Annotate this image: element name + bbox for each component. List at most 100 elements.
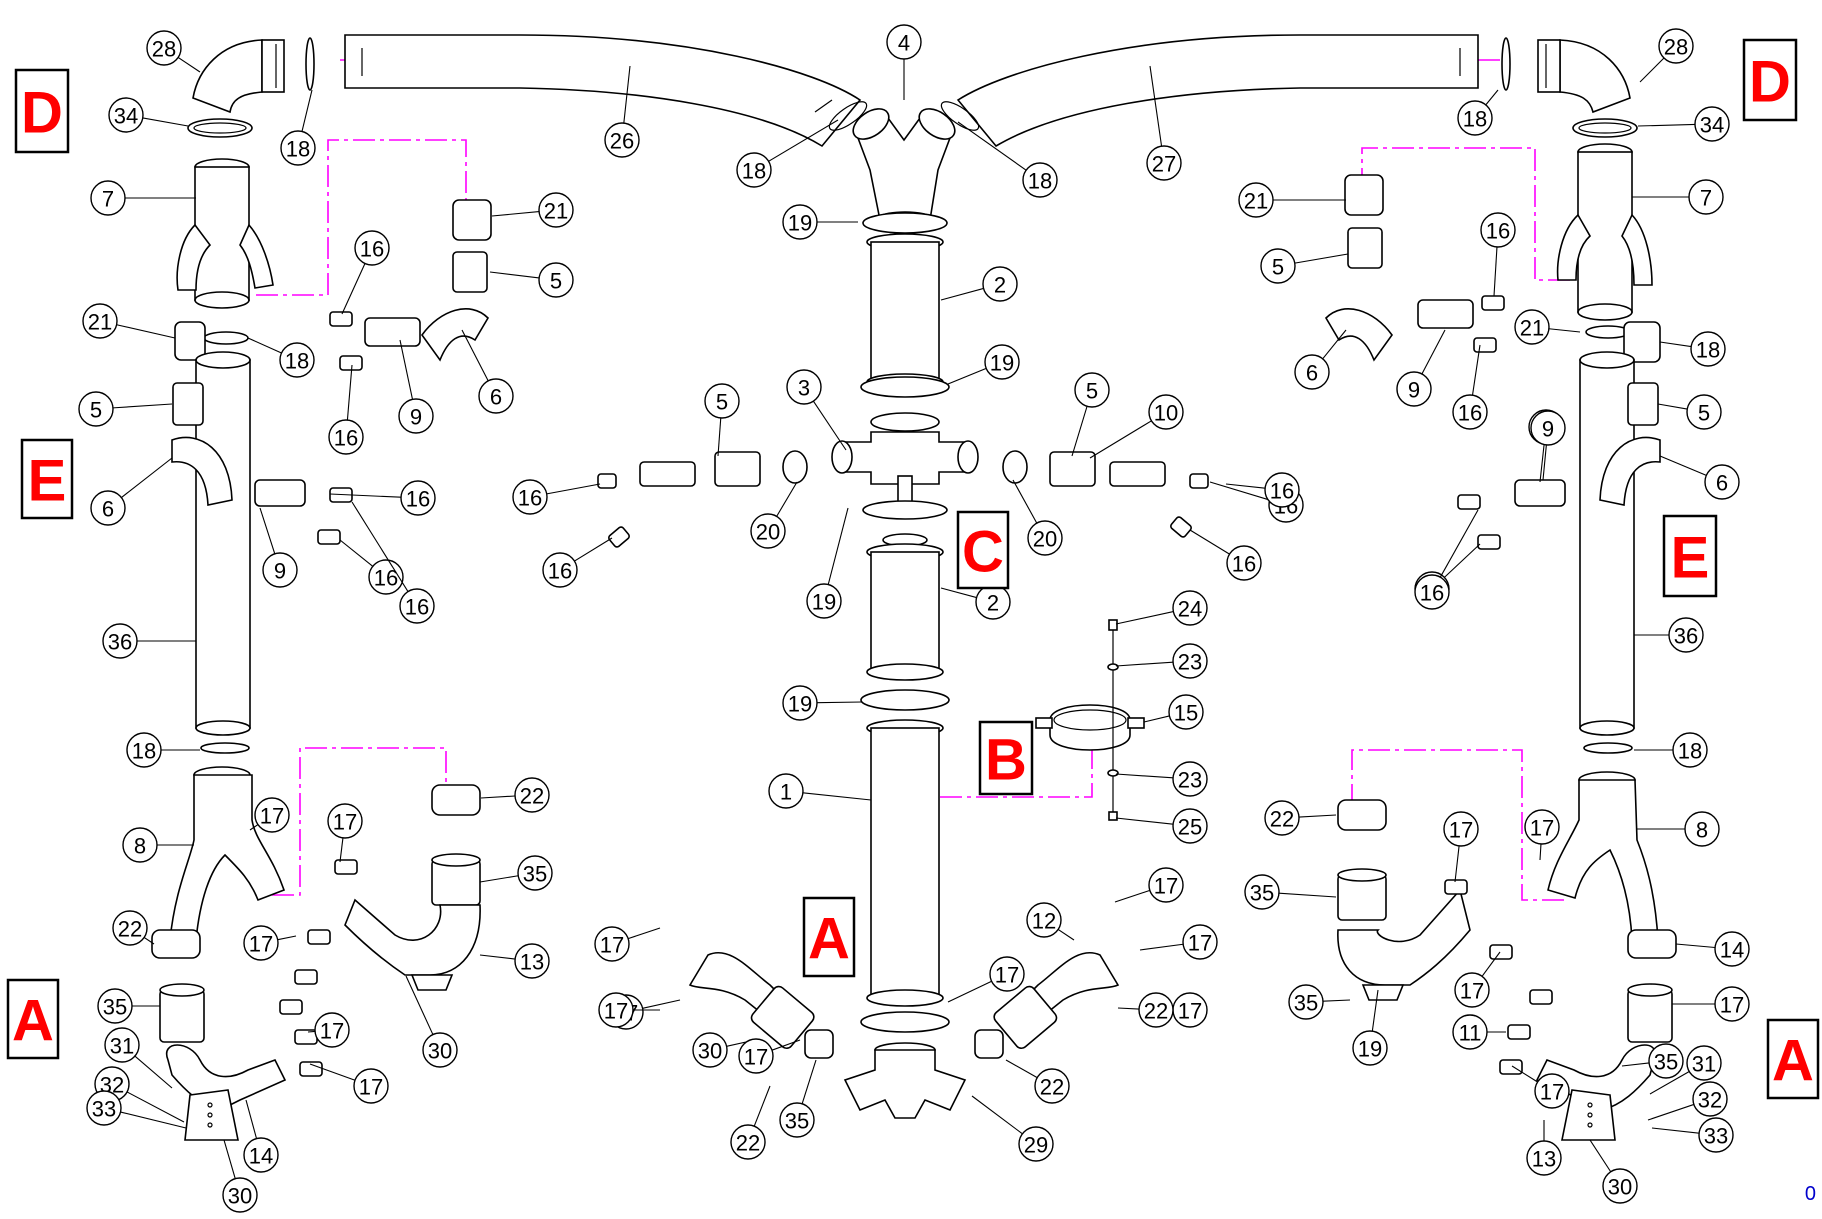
callout-circle [243,1137,279,1173]
callout-circle [1530,410,1566,446]
callout-32: 32 [1647,1081,1728,1121]
callout-17: 17 [243,925,297,961]
callout-circle [399,588,435,624]
center-stack [831,212,979,1119]
leader-line [346,364,353,421]
callout-circle [594,926,630,962]
callout-number: 19 [788,692,812,717]
callout-22: 22 [112,910,155,946]
elbow-28-right [1537,39,1631,114]
callout-circle [886,24,922,60]
leader-line [940,287,984,301]
section-letter: E [28,449,67,514]
link-right-upper [1361,147,1570,281]
callout-circle [542,552,578,588]
leader-line [309,1063,356,1081]
callout-circle [1168,694,1204,730]
callout-20: 20 [750,481,798,549]
callout-19: 19 [947,344,1020,385]
leader-line [1139,943,1184,951]
callout-circle [1018,1126,1054,1162]
leader-line [177,56,201,73]
section-box [1766,1018,1820,1100]
leader-line [1012,479,1038,524]
callout-circle [1294,354,1330,390]
leader-line [301,89,313,132]
leader-line [1511,1065,1538,1083]
callout-circle [1526,1140,1562,1176]
section-box [978,720,1034,796]
callout-12: 12 [1026,902,1075,941]
callout-9: 9 [1530,410,1566,481]
callout-6: 6 [461,329,514,414]
leader-line [1647,1103,1695,1121]
callout-circle [736,152,772,188]
callout-35: 35 [479,855,553,891]
callout-35: 35 [779,1059,817,1138]
callout-circle [1226,545,1262,581]
leader-line [1589,1139,1612,1173]
callout-circle [730,1124,766,1160]
callout-16: 16 [328,364,364,455]
callout-number: 6 [490,385,502,410]
callout-26: 26 [604,65,640,158]
callout-circle [400,480,436,516]
callout-number: 18 [132,739,156,764]
leader-line [1322,329,1347,360]
callout-number: 34 [1700,113,1724,138]
wye-4 [828,101,980,225]
callout-circle [1148,867,1184,903]
callout-circle [1668,617,1704,653]
leader-line [249,824,259,831]
leader-line [134,1055,173,1089]
callout-circle [1714,986,1750,1022]
leader-line [223,1139,236,1179]
leader-line [142,117,189,127]
leader-line [341,263,366,315]
callout-16: 16 [1414,509,1479,610]
callout-33: 33 [1651,1117,1734,1153]
callout-number: 16 [548,559,572,584]
leader-line [116,324,176,339]
callout-19: 19 [782,204,858,240]
section-letter: D [21,81,63,146]
callout-number: 28 [152,37,176,62]
callout-2: 2 [940,266,1018,302]
leader-line [1481,951,1501,977]
callout-number: 16 [1458,401,1482,426]
leader-line [1057,928,1075,941]
leader-line [1071,406,1088,457]
callout-number: 20 [1033,527,1057,552]
leader-line [642,999,681,1009]
callout-circle [146,30,182,66]
callout-18: 18 [126,732,200,768]
callout-circle [122,827,158,863]
section-box [1662,514,1718,598]
leader-line [480,795,516,799]
callout-number: 33 [1704,1124,1728,1149]
leader-line [802,792,872,801]
callout-circle [1074,372,1110,408]
callout-17: 17 [947,956,1025,1003]
callout-number: 18 [742,159,766,184]
leader-line [1542,444,1547,481]
callout-number: 8 [1696,818,1708,843]
callout-number: 17 [320,1019,344,1044]
callout-number: 5 [716,390,728,415]
callout-33: 33 [86,1090,187,1129]
leader-line [827,507,849,585]
callout-circle [1602,1168,1638,1204]
callout-17: 17 [1443,811,1479,883]
callout-number: 1 [780,780,792,805]
callout-18: 18 [736,119,839,188]
callout-16: 16 [1480,212,1516,297]
callout-number: 17 [1154,874,1178,899]
callout-number: 27 [1152,152,1176,177]
leader-line [489,271,540,279]
leader-line [1115,661,1174,667]
callout-circle [1172,808,1208,844]
callout-number: 5 [90,398,102,423]
leader-line [1649,1070,1690,1095]
section-label-d: D [14,68,70,154]
callout-circle [90,490,126,526]
